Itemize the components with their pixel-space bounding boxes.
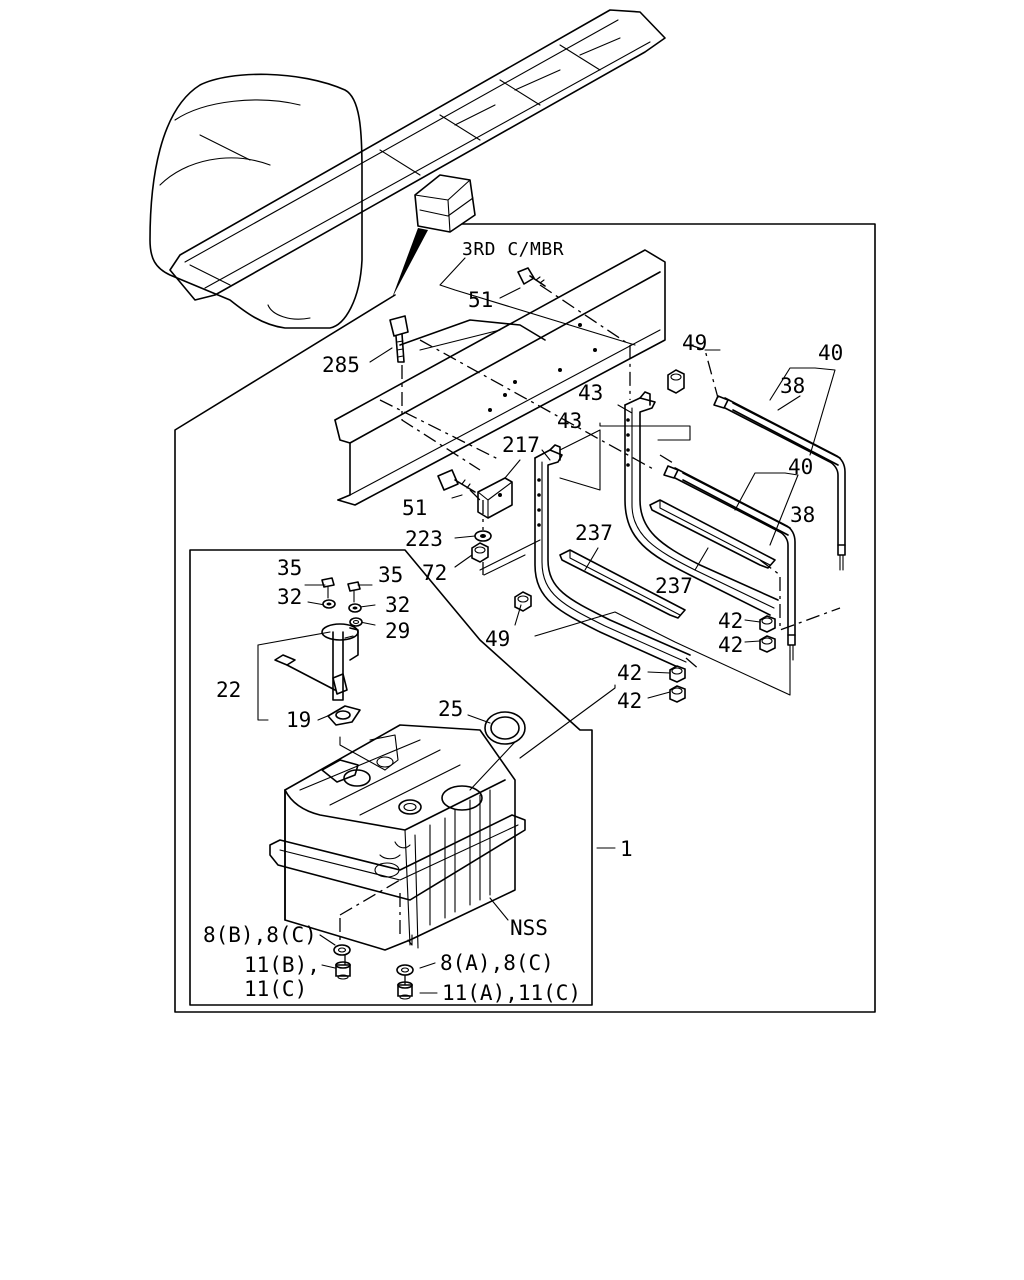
- label-32-right: 32: [385, 593, 410, 617]
- nut-49-lower: [514, 591, 532, 612]
- fuel-sending-unit: [274, 623, 359, 701]
- washer-32-right: [348, 603, 362, 613]
- gasket-19: [327, 705, 361, 726]
- label-49-upper: 49: [682, 331, 707, 355]
- nut-42-a: [759, 615, 776, 633]
- screw-35-right: [347, 581, 361, 603]
- label-42-a: 42: [718, 609, 743, 633]
- screw-35-left: [321, 577, 335, 599]
- strap-bolt-40-lower: [663, 465, 796, 661]
- nut-72: [471, 542, 489, 563]
- label-1: 1: [620, 837, 633, 861]
- label-42-c: 42: [617, 661, 642, 685]
- label-11c: 11(C): [244, 977, 307, 1001]
- nut-42-b: [759, 635, 776, 653]
- label-11a-11c: 11(A),11(C): [442, 981, 581, 1005]
- pad-237-left: [559, 549, 686, 619]
- label-42-d: 42: [617, 689, 642, 713]
- label-3rd-crossmember: 3RD C/MBR: [462, 239, 564, 260]
- washer-223: [474, 530, 492, 542]
- plug-11b-11c: [335, 961, 351, 980]
- label-32-left: 32: [277, 585, 302, 609]
- label-43-right: 43: [578, 381, 603, 405]
- strap-bolt-40-upper: [713, 395, 846, 571]
- label-51-upper: 51: [468, 288, 493, 312]
- bolt-51-upper: [517, 267, 546, 287]
- label-43-left: 43: [557, 409, 582, 433]
- label-40-upper: 40: [818, 341, 843, 365]
- callout-labels: 3RD C/MBR 51 285 49 40 38 43 43 217 40 3…: [203, 239, 843, 1005]
- label-29: 29: [385, 619, 410, 643]
- label-38-upper: 38: [780, 374, 805, 398]
- label-223: 223: [405, 527, 443, 551]
- truck-overview-illustration: [149, 9, 666, 329]
- nut-42-d: [669, 685, 686, 703]
- label-40-lower: 40: [788, 455, 813, 479]
- washer-8b-8c: [333, 944, 351, 956]
- label-285: 285: [322, 353, 360, 377]
- label-nss: NSS: [510, 916, 548, 940]
- filler-ring-25: [484, 711, 526, 745]
- hanger-43-left: [534, 444, 691, 669]
- label-35-right: 35: [378, 563, 403, 587]
- nut-42-c: [669, 665, 686, 683]
- label-19: 19: [286, 708, 311, 732]
- label-38-lower: 38: [790, 503, 815, 527]
- label-51-lower: 51: [402, 496, 427, 520]
- label-237-left: 237: [575, 521, 613, 545]
- third-crossmember-beam: [334, 249, 666, 506]
- fuel-tank-body: [269, 724, 526, 951]
- washer-32-left: [322, 599, 336, 609]
- label-11b: 11(B),: [244, 953, 320, 977]
- nut-49-upper: [667, 369, 685, 394]
- label-49-lower: 49: [485, 627, 510, 651]
- label-42-b: 42: [718, 633, 743, 657]
- pad-237-right: [649, 499, 776, 569]
- label-35-left: 35: [277, 556, 302, 580]
- label-217: 217: [502, 433, 540, 457]
- label-8a-8c: 8(A),8(C): [440, 951, 554, 975]
- bolt-51-lower: [437, 469, 476, 493]
- label-72: 72: [422, 561, 447, 585]
- plug-11a-11c: [397, 981, 413, 1000]
- outer-frame-border: [174, 223, 876, 1013]
- label-8b-8c: 8(B),8(C): [203, 923, 317, 947]
- tank-subassembly-border: [189, 549, 593, 1006]
- bolt-285: [389, 315, 409, 363]
- label-22: 22: [216, 678, 241, 702]
- label-237-right: 237: [655, 574, 693, 598]
- gasket-29: [349, 617, 363, 627]
- label-25: 25: [438, 697, 463, 721]
- washer-8a-8c: [396, 964, 414, 976]
- leader-lines: [257, 257, 836, 994]
- assembly-centerlines: [339, 284, 841, 990]
- hanger-43-right: [624, 391, 779, 616]
